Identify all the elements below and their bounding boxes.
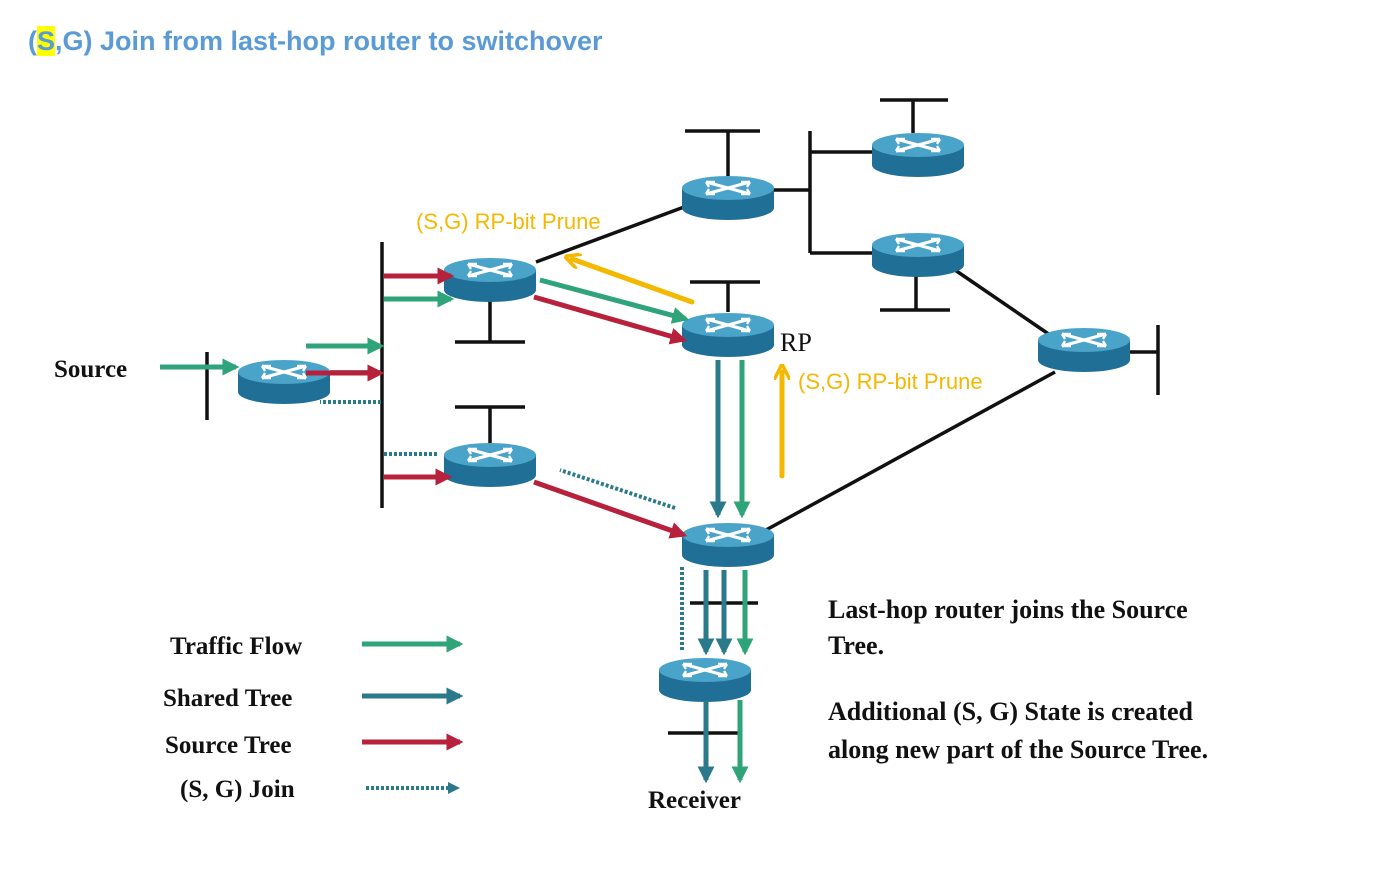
prune-arrow-rp-r1 — [572, 259, 695, 305]
legend-label-shared-tree: Shared Tree — [163, 685, 292, 712]
router-rp — [680, 311, 776, 359]
router-r3 — [680, 174, 776, 222]
router-source — [236, 358, 332, 406]
receiver-label: Receiver — [648, 787, 741, 814]
router-lasthop — [680, 521, 776, 569]
link-r5-r6 — [954, 268, 1051, 337]
description-notes: Last-hop router joins the Source Tree. A… — [828, 595, 1208, 764]
router-r2 — [442, 441, 538, 489]
legend-label-traffic-flow: Traffic Flow — [170, 633, 302, 660]
prune-label-lower: (S,G) RP-bit Prune — [798, 369, 983, 394]
legend-swatch-sg-join-head — [448, 782, 460, 794]
source-label: Source — [54, 356, 127, 383]
router-r5 — [870, 231, 966, 279]
flow-arrows — [160, 267, 754, 784]
legend-label-sg-join: (S, G) Join — [180, 776, 295, 803]
arrow-traffic-r1-rp — [539, 277, 690, 324]
arrow-source-tree-r2-lasthop — [533, 479, 688, 539]
arrow-sg-join-3 — [559, 468, 676, 510]
title-open: ( — [28, 26, 37, 56]
router-r4 — [870, 131, 966, 179]
link-r1-r3 — [535, 205, 685, 264]
link-lasthop-r6 — [765, 370, 1056, 532]
prune-label-upper: (S,G) RP-bit Prune — [416, 209, 601, 234]
note-line-4: along new part of the Source Tree. — [828, 735, 1208, 764]
network-segments — [205, 98, 1160, 735]
page-title: (S,G) Join from last-hop router to switc… — [28, 26, 603, 57]
legend-label-source-tree: Source Tree — [165, 732, 292, 759]
router-r1 — [442, 256, 538, 304]
note-line-1: Last-hop router joins the Source — [828, 595, 1188, 624]
arrow-source-tree-r1-rp — [533, 294, 688, 345]
router-r6 — [1036, 326, 1132, 374]
title-highlight: S — [37, 26, 56, 56]
title-rest: ,G) Join from last-hop router to switcho… — [55, 26, 603, 56]
prune-arrows — [572, 259, 782, 479]
note-line-2: Tree. — [828, 631, 884, 660]
legend: Traffic Flow Shared Tree Source Tree (S,… — [163, 633, 464, 803]
rp-label: RP — [780, 328, 812, 357]
router-receiver — [657, 656, 753, 704]
note-line-3: Additional (S, G) State is created — [828, 697, 1193, 726]
